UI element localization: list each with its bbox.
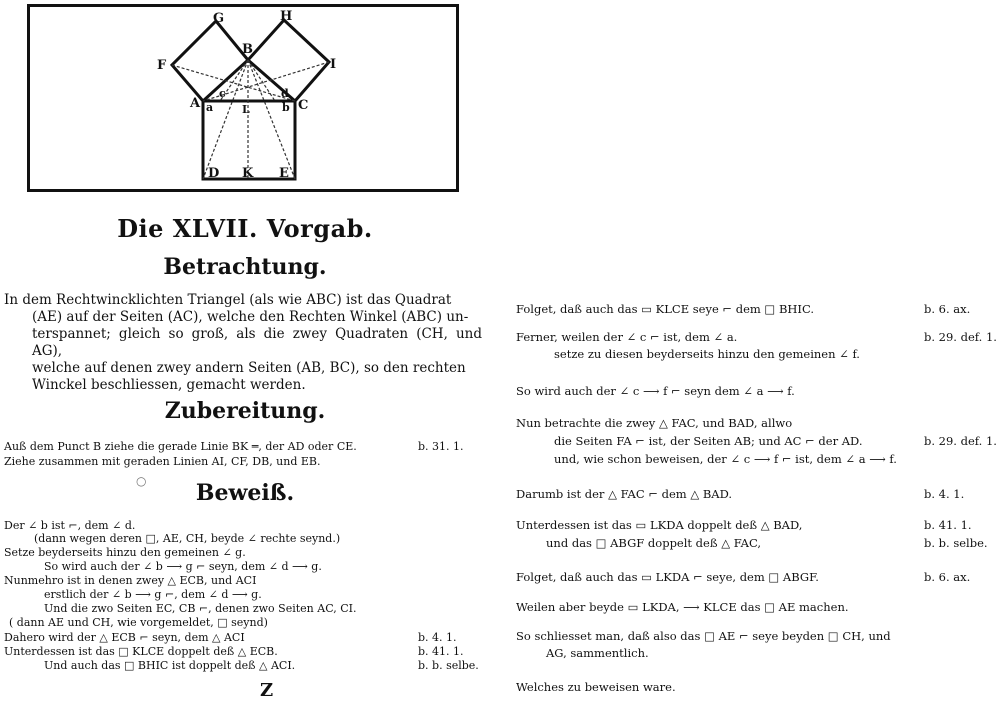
- beweis-line: Und auch das □ BHIC ist doppelt deß △ AC…: [44, 659, 296, 672]
- label-d-upper: D: [208, 166, 219, 181]
- beweis-ref: b. 4. 1.: [418, 631, 457, 644]
- proof-line: Folget, daß auch das ▭ LKDA ⌐ seye, dem …: [516, 570, 819, 584]
- label-h: H: [280, 9, 292, 24]
- label-b-lower: b: [282, 101, 290, 114]
- proof-line: So schliesset man, daß also das □ AE ⌐ s…: [516, 629, 891, 643]
- beweis-line: Nunmehro ist in denen zwey △ ECB, und AC…: [4, 574, 257, 587]
- beweis-line: So wird auch der ∠ b ⟶ g ⌐ seyn, dem ∠ d…: [44, 560, 322, 573]
- beweis-line: Unterdessen ist das □ KLCE doppelt deß △…: [4, 645, 278, 658]
- proof-line: Weilen aber beyde ▭ LKDA, ⟶ KLCE das □ A…: [516, 600, 849, 614]
- label-l: L: [242, 103, 250, 116]
- betrachtung-line: welche auf denen zwey andern Seiten (AB,…: [32, 360, 466, 376]
- zubereitung-ref: b. 31. 1.: [418, 440, 464, 453]
- proof-line: Welches zu beweisen ware.: [516, 680, 676, 694]
- geometry-figure: G H F I B A C a c d b L D K E: [27, 4, 459, 192]
- label-a-upper: A: [189, 96, 201, 111]
- proof-line: Ferner, weilen der ∠ c ⌐ ist, dem ∠ a.: [516, 330, 738, 344]
- beweis-ref: b. b. selbe.: [418, 659, 479, 672]
- zubereitung-heading: Zubereitung.: [164, 398, 326, 424]
- proof-line: Folget, daß auch das ▭ KLCE seye ⌐ dem □…: [516, 302, 815, 316]
- proof-ref: b. 41. 1.: [924, 518, 972, 532]
- line-ai: [202, 61, 330, 102]
- label-e: E: [279, 166, 289, 181]
- beweis-line: Dahero wird der △ ECB ⌐ seyn, dem △ ACI: [4, 631, 245, 644]
- square-ac: [201, 99, 297, 181]
- label-g: G: [213, 11, 224, 26]
- proof-line: Nun betrachte die zwey △ FAC, und BAD, a…: [516, 416, 793, 430]
- circle-mark: ○: [136, 474, 147, 488]
- betrachtung-line: Winckel beschliessen, gemacht werden.: [32, 377, 306, 393]
- proof-ref: b. 6. ax.: [924, 302, 971, 316]
- proof-ref: b. 6. ax.: [924, 570, 971, 584]
- label-k: K: [242, 166, 254, 181]
- line-db: [202, 59, 249, 180]
- proof-line: So wird auch der ∠ c ⟶ f ⌐ seyn dem ∠ a …: [516, 384, 795, 398]
- proof-line: und das □ ABGF doppelt deß △ FAC,: [546, 536, 762, 550]
- beweis-line: erstlich der ∠ b ⟶ g ⌐, dem ∠ d ⟶ g.: [44, 588, 262, 601]
- betrachtung-paragraph: In dem Rechtwincklichten Triangel (als w…: [4, 292, 482, 394]
- label-c-lower: c: [219, 87, 226, 100]
- label-i: I: [330, 57, 336, 72]
- label-f: F: [157, 58, 167, 73]
- pythagoras-diagram: G H F I B A C a c d b L D K E: [157, 9, 336, 181]
- proof-line: die Seiten FA ⌐ ist, der Seiten AB; und …: [554, 434, 863, 448]
- beweis-line: Und die zwo Seiten EC, CB ⌐, denen zwo S…: [44, 602, 357, 615]
- beweis-line: (dann wegen deren □, AE, CH, beyde ∠ rec…: [34, 532, 341, 545]
- page-title: Die XLVII. Vorgab.: [117, 214, 373, 243]
- label-b: B: [242, 42, 253, 57]
- proof-ref: b. 29. def. 1.: [924, 434, 997, 448]
- proof-line: setze zu diesen beyderseits hinzu den ge…: [554, 347, 860, 361]
- beweis-line: ( dann AE und CH, wie vorgemeldet, □ sey…: [9, 616, 268, 629]
- square-ab: [169, 18, 251, 104]
- beweis-heading: Beweiß.: [195, 480, 295, 506]
- proof-line: Unterdessen ist das ▭ LKDA doppelt deß △…: [516, 518, 803, 532]
- proof-ref: b. 4. 1.: [924, 487, 965, 501]
- betrachtung-line: terspannet; gleich so groß, als die zwey…: [32, 326, 482, 359]
- catchword: Z: [260, 680, 274, 701]
- proof-line: Darumb ist der △ FAC ⌐ dem △ BAD.: [516, 487, 733, 501]
- zubereitung-line: Ziehe zusammen mit geraden Linien AI, CF…: [4, 455, 321, 468]
- beweis-line: Setze beyderseits hinzu den gemeinen ∠ g…: [4, 546, 246, 559]
- proof-line: und, wie schon beweisen, der ∠ c ⟶ f ⌐ i…: [554, 452, 897, 466]
- betrachtung-heading: Betrachtung.: [163, 254, 327, 280]
- betrachtung-line: In dem Rechtwincklichten Triangel (als w…: [4, 292, 452, 308]
- proof-ref: b. 29. def. 1.: [924, 330, 997, 344]
- beweis-line: Der ∠ b ist ⌐, dem ∠ d.: [4, 519, 136, 532]
- zubereitung-line: Auß dem Punct B ziehe die gerade Linie B…: [4, 440, 357, 453]
- beweis-ref: b. 41. 1.: [418, 645, 464, 658]
- proof-ref: b. b. selbe.: [924, 536, 988, 550]
- line-cf: [171, 64, 296, 102]
- label-a-lower: a: [206, 101, 213, 114]
- betrachtung-line: (AE) auf der Seiten (AC), welche den Rec…: [32, 309, 469, 325]
- line-eb: [247, 59, 296, 180]
- label-d-lower: d: [281, 87, 289, 100]
- label-c-upper: C: [298, 98, 308, 113]
- proof-line: AG, sammentlich.: [546, 646, 649, 660]
